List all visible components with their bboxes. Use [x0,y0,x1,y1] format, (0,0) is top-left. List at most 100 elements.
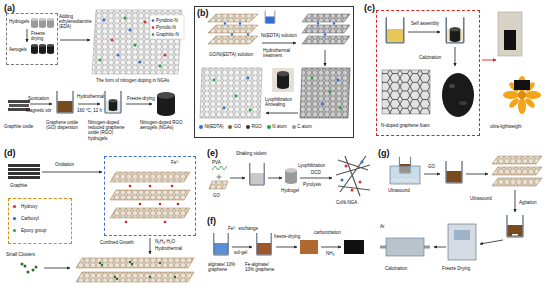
graphene-lattice [99,59,102,62]
process-arrow [232,247,341,248]
graphene-lattice [152,33,155,36]
network-structure [336,156,370,196]
aerogel-sample [157,92,175,116]
process-label: Oxidation [55,162,74,167]
hydrogel-samples [47,18,54,28]
panel-letter: (d) [4,148,16,158]
legend-swatch [267,125,271,129]
process-label: NH₃ [326,251,334,256]
process-label: CoNi-NGA [336,200,357,205]
aerogel-samples [47,44,54,54]
process-label: Nitrogen-doped reduced graphene oxide (R… [88,120,132,141]
graphene-lattice [213,79,216,82]
graphene-lattice [150,15,184,39]
graphene-lattice [117,54,120,57]
sample-photo [504,30,516,50]
panel-letter: (g) [378,148,390,158]
panel-letter: (a) [4,3,15,13]
beaker [57,91,73,113]
legend-text: GO [234,124,241,129]
legend-text: N atom [272,124,287,129]
process-label: Pyrolysis [303,182,321,187]
node-text: Fe³⁺ [171,160,180,165]
beaker [250,163,264,185]
graphene-lattice [144,21,147,24]
node-text: Epoxy group [21,228,46,233]
process-label: DCD [311,170,321,175]
process-label: Graphite [10,183,27,188]
process-label: Ultrasound [470,196,492,201]
graphene-stack [302,14,350,22]
graphene-stack [149,185,152,188]
graphene-lattice [139,61,142,64]
sample-photo [503,76,541,114]
process-label: Ultrasound [388,188,410,193]
beaker [265,11,275,24]
graphene-stack [125,221,128,224]
network-structure [361,161,364,164]
sample-photo [524,97,537,110]
panel-frame: GO/Ni(EDTA) solution Ni(EDTA) solutionHyd… [194,6,354,138]
node-text: Hydrothermal treatment [263,48,297,58]
process-arrow [276,247,297,248]
node-text: GO/Ni(EDTA) solution [209,52,253,57]
process-arrow [408,32,440,33]
process-arrow [30,104,52,105]
beaker [214,233,228,255]
graphene-foam [442,73,474,117]
process-arrow [480,240,503,244]
sample-photo [482,60,496,61]
graphene-stack [131,263,133,265]
graphene-stack [324,33,326,35]
graphene-lattice [337,79,340,82]
tube-furnace [386,238,424,256]
tube-furnace [380,238,430,256]
graphene-stack [208,36,258,44]
graphene-stack [159,262,161,264]
graphene-lattice [223,77,250,110]
beaker [386,17,404,43]
legend-item: Ni(EDTA) [199,124,223,129]
beaker [446,171,461,183]
process-label: Agitation [519,200,537,205]
sample-photo [503,91,519,99]
process-label: Nitrogen-doped RGO aerogels (NGAs) [140,120,184,130]
sample-photo [498,12,522,56]
graphene-stack [177,203,180,206]
process-label: Confined Growth [100,240,134,245]
graphene-lattice [164,54,167,57]
graphene-stack [208,14,350,44]
graphene-stack [174,276,176,278]
legend-text: RGO [251,124,261,129]
process-arrow [78,104,100,105]
process-label: Calcination [385,266,407,271]
process-label: Graphite oxide [4,124,33,129]
hydrogel-samples [31,18,54,28]
graphene-stack [208,25,258,33]
legend-text: C atom [297,124,312,129]
graphene-lattice [339,107,342,110]
graphene-stack [129,185,132,188]
graphite [8,164,40,167]
aerogel-samples [31,44,54,54]
sample-photo [518,98,526,114]
process-arrow [424,174,440,175]
graphene-lattice [124,17,127,20]
process-label: The form of nitrogen doping in NGAs [96,78,169,83]
graphene-lattice [200,68,350,118]
graphene-stack [302,25,350,33]
graphene-stack [110,190,190,200]
graphene-stack [302,36,350,44]
graphene-lattice [213,79,252,112]
graphene-lattice [247,77,250,80]
node-text: Self assembly [411,21,439,26]
panel-letter: (f) [207,216,216,226]
graphene-lattice [111,39,114,42]
sample-photo [272,68,294,92]
group-key-box: HydroxyCarboxylEpoxy group [8,198,72,244]
graphene-lattice [152,26,155,29]
process-label: carbonization [314,230,341,235]
process-label: freeze-drying [274,234,300,239]
node-text: Ni(EDTA) solution [261,33,297,38]
graphene-stack [114,276,116,278]
